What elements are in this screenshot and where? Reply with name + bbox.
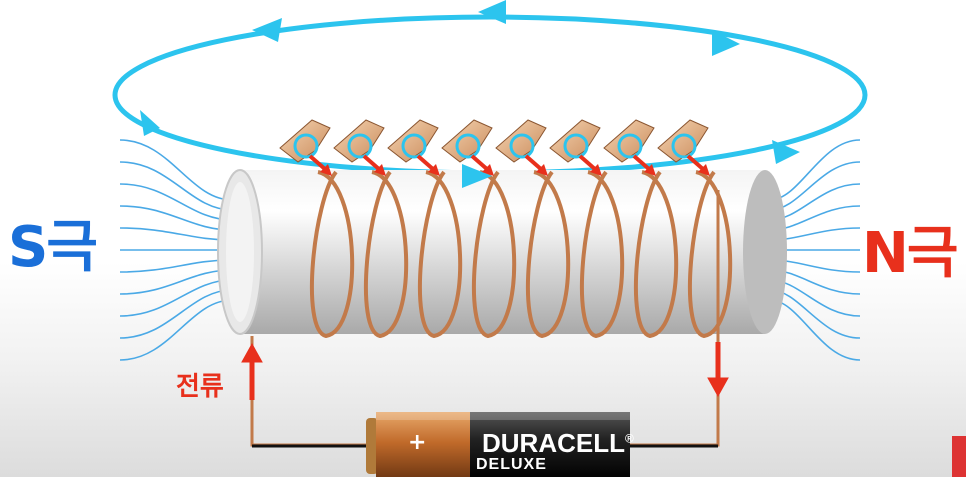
s-pole-label: S극	[8, 215, 98, 280]
battery-icon	[366, 412, 630, 477]
field-loop	[112, 14, 868, 176]
current-arrow-icon	[707, 342, 729, 398]
corner-badge	[952, 436, 966, 477]
current-arrows	[241, 342, 729, 400]
hand-rule-icon	[603, 119, 656, 176]
current-label: 전류	[176, 372, 224, 402]
hand-rule-icon	[441, 119, 494, 176]
field-loop-arrow-icon	[140, 110, 160, 136]
hand-rule-icon	[549, 119, 602, 176]
hand-rule-icon	[333, 119, 386, 176]
field-loop-arrow-icon	[252, 18, 282, 42]
coil-winding	[309, 170, 355, 339]
field-loop-arrow-icon	[478, 0, 506, 24]
coil-winding	[633, 170, 679, 339]
right-hand-rule-hands	[279, 119, 710, 176]
hand-rule-icon	[657, 119, 710, 176]
coil-winding	[363, 170, 409, 339]
field-line	[119, 259, 233, 273]
field-line	[119, 183, 233, 221]
coil-winding	[579, 170, 625, 339]
coil-winding	[525, 170, 571, 339]
battery-plus-sign: +	[408, 430, 427, 455]
field-line	[119, 139, 233, 201]
registered-mark: ®	[625, 431, 634, 446]
field-loop-arrow-icon	[462, 164, 492, 188]
hand-rule-icon	[387, 119, 440, 176]
n-pole-label: N극	[862, 221, 958, 286]
field-line	[769, 299, 861, 361]
battery-brand: DURACELL®	[482, 428, 634, 459]
coil-winding	[687, 170, 733, 339]
hand-rule-icon	[495, 119, 548, 176]
hand-rule-icon	[279, 119, 332, 176]
field-loop-arrows	[140, 0, 800, 188]
battery-brand-name: DURACELL	[482, 428, 625, 458]
field-line	[119, 279, 233, 317]
battery-model: DELUXE	[476, 456, 547, 473]
coil-winding	[417, 170, 463, 339]
s-pole-field-lines	[119, 139, 233, 361]
field-line	[119, 161, 233, 211]
field-line	[119, 289, 233, 339]
field-loop-arrow-icon	[772, 140, 800, 164]
field-line	[119, 299, 233, 361]
field-loop-arrow-icon	[712, 30, 740, 56]
coil-winding	[471, 170, 517, 339]
field-line	[119, 227, 233, 241]
current-arrow-icon	[241, 342, 263, 400]
copper-coil	[309, 170, 733, 339]
